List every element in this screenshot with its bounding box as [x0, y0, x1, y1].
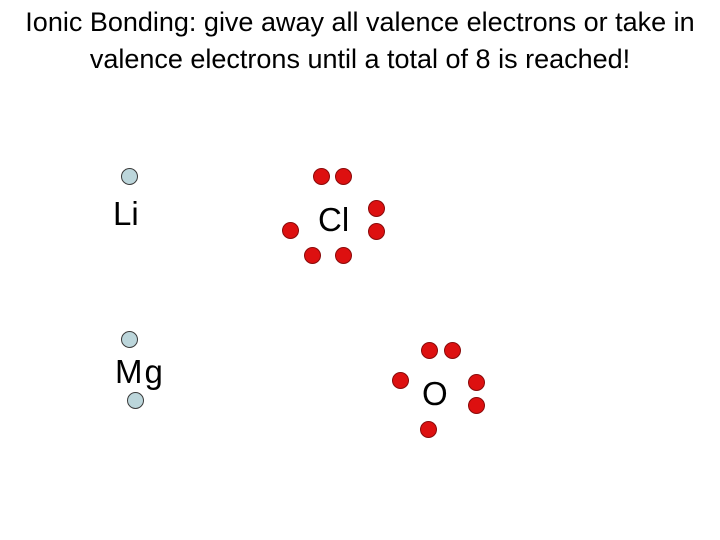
element-symbol-li: Li — [113, 195, 139, 232]
valence-electron — [368, 223, 385, 240]
valence-electron — [444, 342, 461, 359]
valence-electron — [121, 331, 138, 348]
element-symbol-o: O — [422, 375, 448, 412]
valence-electron — [121, 168, 138, 185]
valence-electron — [421, 342, 438, 359]
valence-electron — [392, 372, 409, 389]
element-symbol-mg: Mg — [115, 353, 165, 390]
valence-electron — [368, 200, 385, 217]
valence-electron — [282, 222, 299, 239]
valence-electron — [468, 374, 485, 391]
valence-electron — [335, 168, 352, 185]
slide-title: Ionic Bonding: give away all valence ele… — [25, 7, 695, 74]
valence-electron — [420, 421, 437, 438]
valence-electron — [304, 247, 321, 264]
valence-electron — [313, 168, 330, 185]
valence-electron — [127, 392, 144, 409]
valence-electron — [335, 247, 352, 264]
valence-electron — [468, 397, 485, 414]
element-symbol-cl: Cl — [318, 201, 350, 238]
